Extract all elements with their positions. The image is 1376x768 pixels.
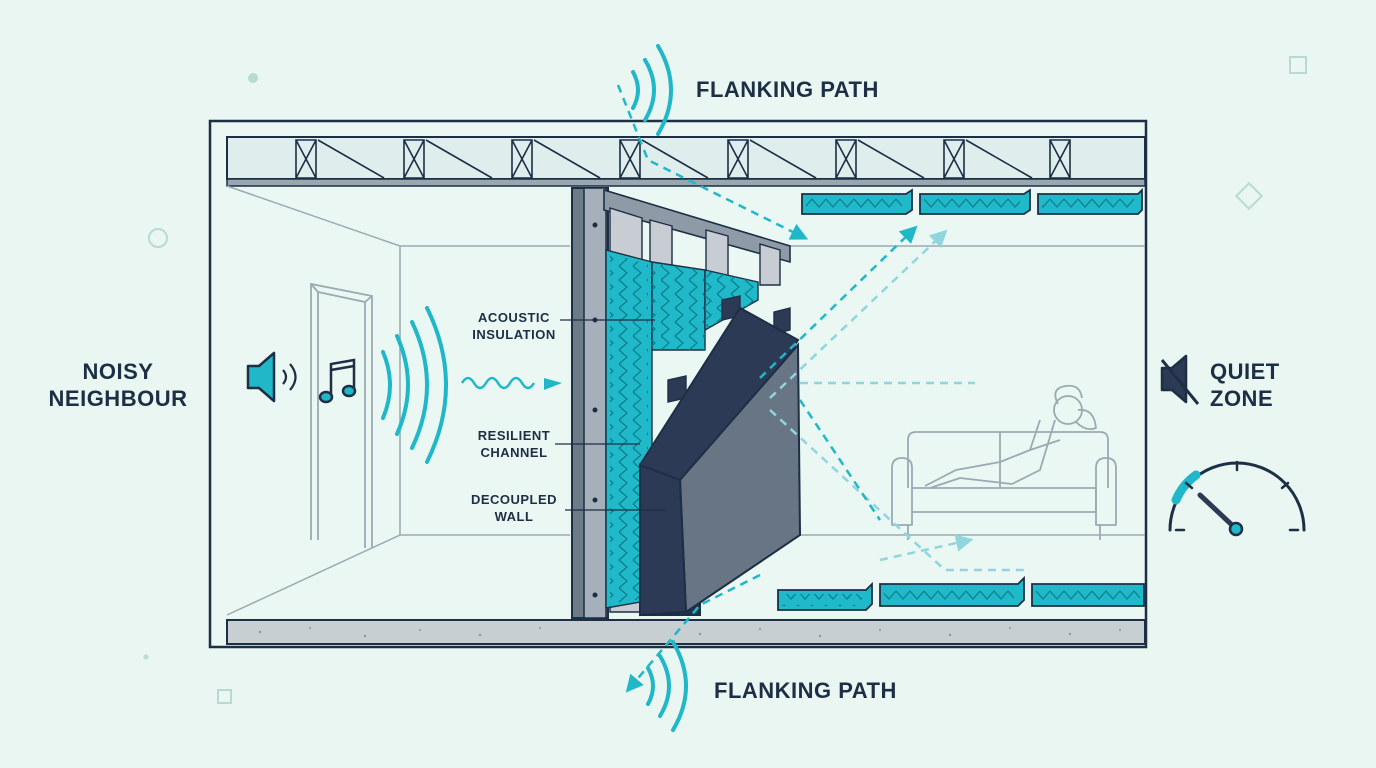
sound-waves-left <box>381 306 448 464</box>
resilient-line-2: CHANNEL <box>480 445 548 460</box>
acoustic-line-1: ACOUSTIC <box>478 310 550 325</box>
decoupled-line-2: WALL <box>494 509 534 524</box>
flanking-waves-top <box>631 44 673 136</box>
ceiling-panels <box>801 187 1143 215</box>
background-decorations <box>143 56 1307 704</box>
wall-assembly <box>571 187 802 619</box>
acoustic-insulation-label: ACOUSTIC INSULATION <box>468 309 560 343</box>
muted-speaker-icon <box>1160 354 1200 405</box>
truss-members <box>295 139 1071 179</box>
noisy-neighbour-label: NOISY NEIGHBOUR <box>48 358 188 412</box>
decoupled-line-1: DECOUPLED <box>470 492 558 507</box>
door <box>310 282 373 548</box>
noisy-line-1: NOISY <box>82 359 154 384</box>
music-note-icon <box>318 358 357 404</box>
sofa-with-person <box>891 384 1117 540</box>
callout-lines <box>555 319 666 511</box>
quiet-line-2: ZONE <box>1210 386 1274 411</box>
flanking-path-bottom-label: FLANKING PATH <box>714 678 897 703</box>
resilient-channel-label: RESILIENT CHANNEL <box>468 427 560 461</box>
decoupled-wall-label: DECOUPLED WALL <box>468 491 560 525</box>
floor-panels <box>777 575 1145 611</box>
resilient-line-1: RESILIENT <box>477 428 551 443</box>
squiggle-arrow <box>460 376 562 390</box>
noisy-line-2: NEIGHBOUR <box>48 386 188 411</box>
flanking-path-top-label: FLANKING PATH <box>696 77 879 102</box>
acoustic-line-2: INSULATION <box>472 327 556 342</box>
sound-paths <box>616 84 1030 693</box>
quiet-zone-label: QUIET ZONE <box>1210 358 1290 412</box>
quiet-line-1: QUIET <box>1210 359 1280 384</box>
noise-gauge-icon <box>1168 460 1306 537</box>
flanking-waves-bottom <box>646 640 688 732</box>
speaker-icon <box>246 351 297 403</box>
